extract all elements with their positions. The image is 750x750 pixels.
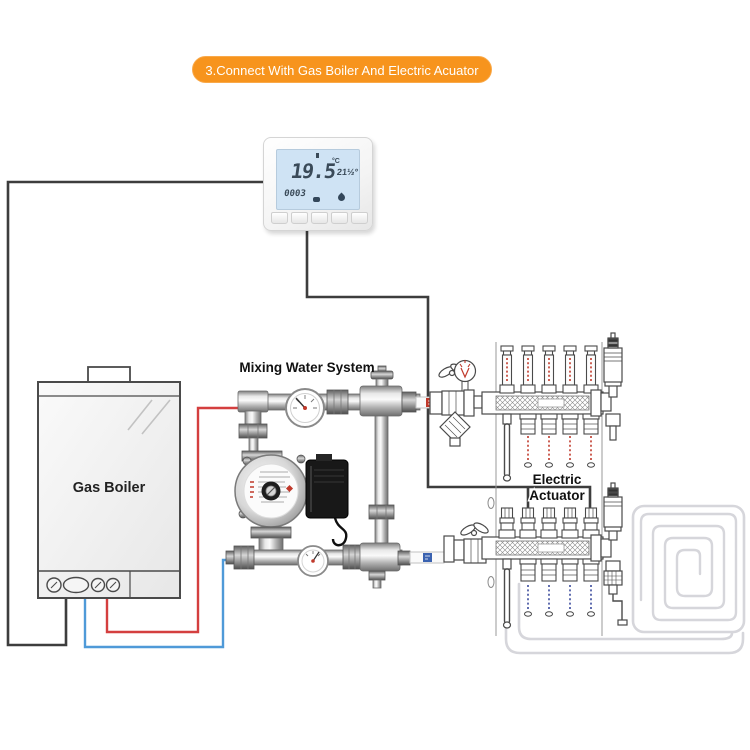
flow-meter bbox=[562, 345, 578, 394]
supply-outlet bbox=[561, 413, 579, 469]
flow-meter bbox=[541, 345, 557, 394]
manifold-frame bbox=[487, 342, 603, 636]
supply-outlet bbox=[519, 413, 537, 469]
mixing-water-system-label: Mixing Water System bbox=[239, 360, 374, 375]
boiler-body bbox=[37, 381, 181, 599]
pipe-elbow bbox=[237, 390, 269, 413]
current-temp-readout: 19.5 bbox=[289, 159, 337, 183]
electric-actuator-label-line1: Electric bbox=[533, 472, 582, 487]
gas-boiler-label: Gas Boiler bbox=[73, 480, 146, 496]
mixing-water-system bbox=[225, 365, 447, 589]
tee-fitting bbox=[359, 542, 401, 572]
thermostat-key[interactable] bbox=[291, 212, 308, 224]
pump-terminal-box bbox=[305, 459, 349, 519]
manifold-ball-valve bbox=[441, 390, 465, 416]
water-drop-icon bbox=[336, 192, 347, 203]
cold-label bbox=[423, 553, 432, 562]
thermostat-screen: 19.5 °C 21½° 0003 bbox=[276, 149, 360, 210]
three-way-valve bbox=[359, 385, 403, 417]
clock-icon bbox=[313, 197, 320, 202]
thermostat: 19.5 °C 21½° 0003 bbox=[263, 137, 373, 231]
manifold-union bbox=[453, 539, 465, 561]
union-nut bbox=[326, 389, 349, 415]
set-temp-readout: 21½° bbox=[336, 167, 359, 177]
supply-manifold bbox=[429, 332, 623, 482]
actuator-head-wired bbox=[582, 507, 600, 539]
thermostat-key[interactable] bbox=[351, 212, 368, 224]
union-nut bbox=[233, 545, 255, 570]
union-nut bbox=[238, 423, 268, 439]
return-outlet bbox=[561, 558, 579, 618]
supply-outlet bbox=[540, 413, 558, 469]
flow-meter bbox=[520, 345, 536, 394]
return-outlet bbox=[519, 558, 537, 618]
mount-tab bbox=[487, 497, 495, 509]
hot-water-pipe bbox=[105, 406, 242, 634]
flow-meter bbox=[499, 345, 515, 394]
floor-heating-loop bbox=[504, 504, 746, 655]
wire-thermostat-to-actuator bbox=[305, 229, 592, 512]
return-outlet bbox=[582, 558, 600, 618]
antenna-icon bbox=[316, 153, 319, 158]
floor-panel bbox=[631, 504, 746, 634]
title-banner: 3.Connect With Gas Boiler And Electric A… bbox=[192, 56, 492, 83]
return-manifold bbox=[443, 482, 628, 629]
air-vent bbox=[603, 496, 623, 528]
supply-outlet bbox=[582, 413, 600, 469]
thermostat-key[interactable] bbox=[311, 212, 328, 224]
valve-lever[interactable] bbox=[503, 568, 511, 624]
floor-coil-spiral bbox=[639, 512, 738, 622]
flow-meter bbox=[583, 345, 599, 394]
actuator-head bbox=[561, 507, 579, 539]
valve-lever[interactable] bbox=[503, 423, 511, 477]
actuator-head bbox=[498, 507, 516, 539]
temp-unit: °C bbox=[332, 158, 340, 165]
mode-code-readout: 0003 bbox=[283, 189, 307, 199]
manifold-union bbox=[429, 391, 443, 415]
electric-actuator-label-line2: Actuator bbox=[529, 488, 585, 503]
boiler-reflection bbox=[127, 399, 171, 435]
thermostat-key[interactable] bbox=[331, 212, 348, 224]
boiler-display-window bbox=[62, 576, 90, 594]
thermostat-key[interactable] bbox=[271, 212, 288, 224]
gas-boiler: Gas Boiler bbox=[37, 366, 181, 599]
pump-cable bbox=[331, 517, 348, 547]
drain-valve[interactable] bbox=[603, 570, 623, 586]
valve-wing-handle[interactable] bbox=[472, 521, 489, 535]
wire-thermostat-to-boiler bbox=[6, 180, 263, 647]
loop-pipe-outer bbox=[504, 582, 745, 655]
bypass-pipe bbox=[374, 415, 389, 517]
return-outlet bbox=[540, 558, 558, 618]
loop-pipe-inner bbox=[517, 582, 734, 641]
actuator-head bbox=[540, 507, 558, 539]
mount-tab bbox=[487, 576, 495, 588]
actuator-head-wired bbox=[519, 507, 537, 539]
